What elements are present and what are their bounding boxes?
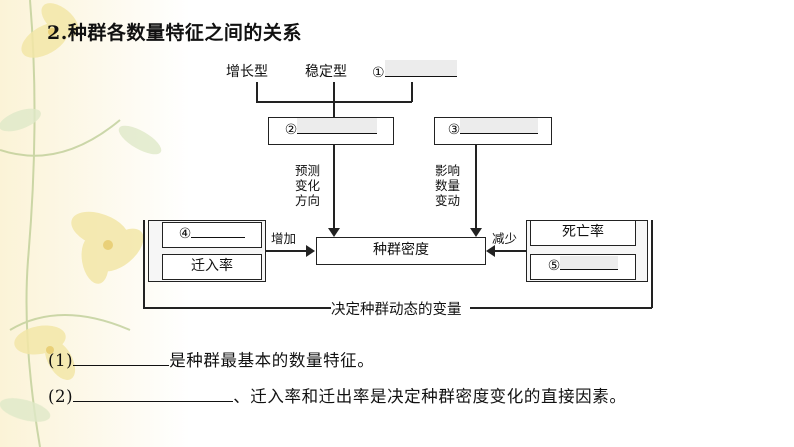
question-1: (1) 是种群最基本的数量特征。 <box>48 347 374 371</box>
increase-type-label: 增长型 <box>226 64 268 80</box>
question-1-blank[interactable] <box>73 347 170 366</box>
blank-1: ① <box>372 60 457 81</box>
connector-line <box>411 82 413 102</box>
question-2-text: 、迁入率和迁出率是决定种群密度变化的直接因素。 <box>233 387 627 406</box>
arrow-decrease <box>492 250 526 252</box>
answer-blank-2[interactable] <box>297 118 378 134</box>
box-5: ⑤ <box>530 254 636 280</box>
answer-blank-1[interactable] <box>384 60 457 77</box>
arrow-affect <box>475 145 477 230</box>
question-1-text: 是种群最基本的数量特征。 <box>169 351 375 370</box>
answer-blank-3[interactable] <box>460 118 539 134</box>
box-5-marker: ⑤ <box>547 258 561 274</box>
question-2-blank[interactable] <box>73 383 234 402</box>
answer-blank-5[interactable] <box>560 256 619 270</box>
box-2: ② <box>268 117 394 145</box>
section-title-text: 种群各数量特征之间的关系 <box>67 22 302 44</box>
immigration-rate-box: 迁入率 <box>162 254 262 280</box>
box-2-marker: ② <box>284 122 298 138</box>
box-3: ③ <box>434 117 552 145</box>
population-density-box: 种群密度 <box>316 237 486 265</box>
affect-quantity-label: 影响 数量 变动 <box>435 163 461 208</box>
arrowhead-down <box>328 228 340 237</box>
arrowhead-left <box>486 245 495 257</box>
stable-type-label: 稳定型 <box>305 64 347 80</box>
arrow-predict <box>333 145 335 230</box>
box-4: ④ <box>162 222 262 248</box>
bottom-connector <box>651 220 653 308</box>
arrow-increase <box>266 250 310 252</box>
dynamic-variable-label: 决定种群动态的变量 <box>331 302 462 318</box>
decrease-label: 减少 <box>492 231 518 246</box>
bottom-connector <box>143 307 331 309</box>
question-2-number: (2) <box>48 387 74 406</box>
box-4-marker: ④ <box>178 226 192 242</box>
predict-direction-label: 预测 变化 方向 <box>295 163 321 208</box>
bottom-connector <box>470 307 652 309</box>
section-number: 2. <box>47 22 68 44</box>
death-rate-box: 死亡率 <box>530 220 636 246</box>
arrowhead-right <box>306 245 315 257</box>
connector-line <box>333 82 335 102</box>
connector-line <box>333 101 335 117</box>
increase-label: 增加 <box>271 231 297 246</box>
arrowhead-down <box>470 228 482 237</box>
question-1-number: (1) <box>48 351 74 370</box>
answer-blank-4[interactable] <box>191 224 246 238</box>
box-3-marker: ③ <box>447 122 461 138</box>
question-2: (2) 、迁入率和迁出率是决定种群密度变化的直接因素。 <box>48 383 627 407</box>
connector-line <box>256 82 258 102</box>
blank-1-marker: ① <box>372 65 385 81</box>
bottom-connector <box>143 220 145 308</box>
section-title: 2.种群各数量特征之间的关系 <box>47 18 302 45</box>
